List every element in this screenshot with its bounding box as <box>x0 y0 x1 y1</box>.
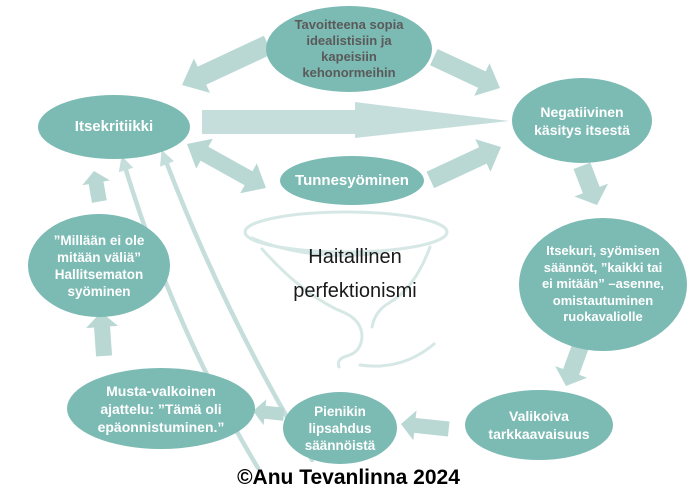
node-label-self-discipline-rules: Itsekuri, syömisen säännöt, ”kaikki tai … <box>541 243 665 325</box>
copyright-text: ©Anu Tevanlinna 2024 <box>237 466 460 489</box>
node-label-small-slip: Pienikin lipsahdus säännöistä <box>304 403 376 453</box>
node-black-white-thinking: Musta-valkoinen ajattelu: ”Tämä oli epäo… <box>67 368 255 449</box>
funnel-tail-swirl <box>358 342 436 368</box>
arrow-discipline-to-selective <box>555 343 589 386</box>
diagram-title: Haitallinen perfektionismi <box>293 246 417 302</box>
arrow-nothing-to-selfcriticism <box>82 171 110 203</box>
node-label-negative-self-image: Negatiivinen käsitys itsestä <box>534 103 630 138</box>
arrow-goal-to-negative <box>430 48 500 96</box>
node-label-black-white-thinking: Musta-valkoinen ajattelu: ”Tämä oli epäo… <box>97 382 225 435</box>
node-small-slip: Pienikin lipsahdus säännöistä <box>283 392 397 464</box>
curve-arrowhead-inner <box>160 150 174 167</box>
funnel-right-side <box>370 245 432 329</box>
arrow-negative-to-discipline <box>573 162 609 205</box>
node-body-norm-goal: Tavoitteena sopia idealistisiin ja kapei… <box>266 6 432 92</box>
node-label-goal: Tavoitteena sopia idealistisiin ja kapei… <box>294 17 404 80</box>
arrow-slip-to-blackwhite <box>253 399 285 426</box>
arrow-emotional-to-negative <box>426 139 501 189</box>
arrow-blackwhite-to-nothing <box>86 312 119 357</box>
node-self-discipline-rules: Itsekuri, syömisen säännöt, ”kaikki tai … <box>519 218 687 351</box>
node-label-nothing-matters: ”Millään ei ole mitään väliä” Hallitsema… <box>53 232 145 299</box>
node-label-self-criticism: Itsekritiikki <box>74 118 154 135</box>
tornado-funnel-drawing <box>243 210 449 369</box>
arrow-selfcriticism-to-negative <box>202 102 509 138</box>
node-negative-self-image: Negatiivinen käsitys itsestä <box>512 78 652 163</box>
curve-arrowhead-outer <box>118 155 134 173</box>
funnel-rim <box>243 210 449 254</box>
node-selective-attention: Valikoiva tarkkaavaisuus <box>465 390 613 460</box>
arrow-selfcriticism-emotional-double <box>187 138 266 194</box>
node-nothing-matters: ”Millään ei ole mitään väliä” Hallitsema… <box>28 214 170 317</box>
arrow-goal-to-selfcriticism <box>182 35 273 93</box>
arrow-selective-to-slip <box>401 410 450 441</box>
node-label-emotional-eating: Tunnesyöminen <box>295 171 409 189</box>
funnel-inner-rim <box>250 236 382 257</box>
node-emotional-eating: Tunnesyöminen <box>280 156 424 205</box>
node-self-criticism: Itsekritiikki <box>38 95 190 159</box>
node-label-selective-attention: Valikoiva tarkkaavaisuus <box>488 408 590 442</box>
funnel-left-side <box>260 247 364 369</box>
